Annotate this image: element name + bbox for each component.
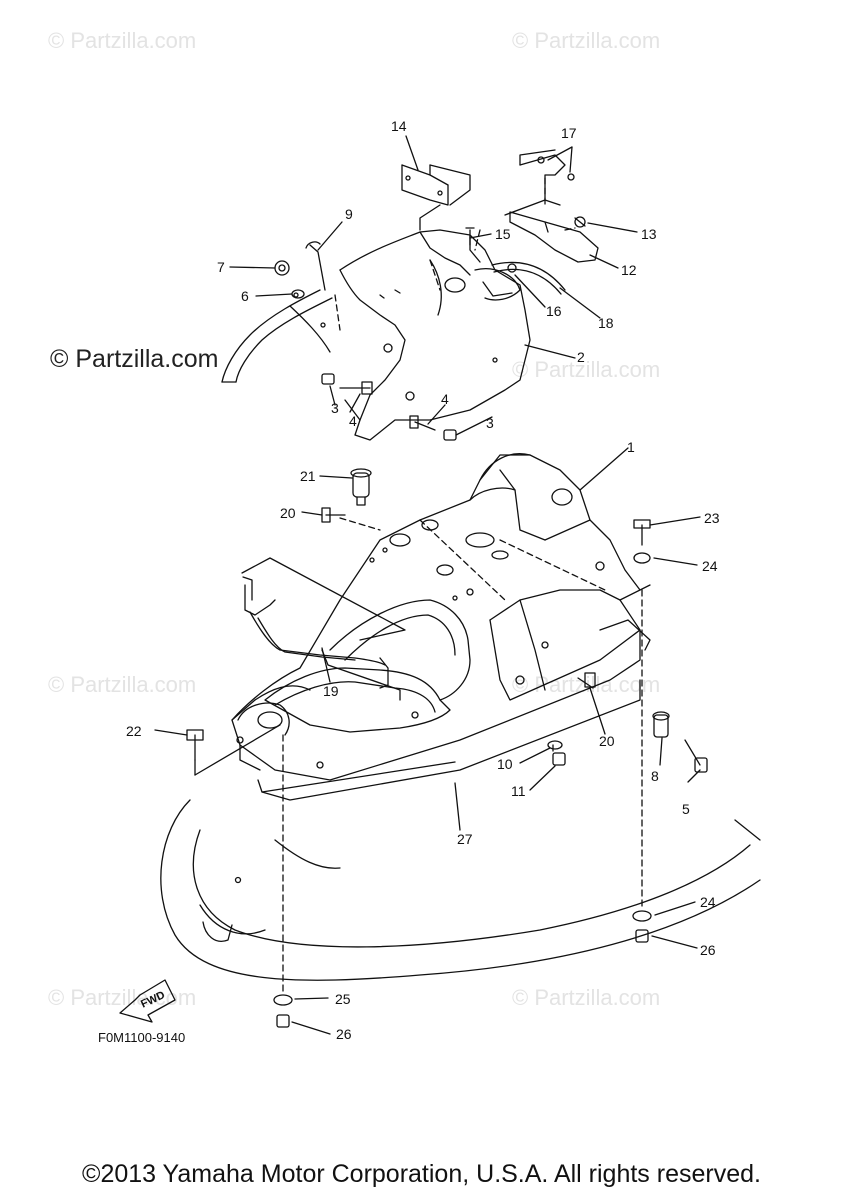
part-19-handle (241, 557, 406, 701)
callout-23: 23 (704, 510, 720, 526)
watermark: © Partzilla.com (48, 985, 197, 1010)
callout-labels: 1 2 3 3 4 4 5 6 7 8 9 10 11 12 13 14 15 … (126, 118, 720, 1042)
part-2-upper-cover (221, 229, 531, 441)
hull-deck-outline (160, 799, 761, 981)
callout-6: 6 (241, 288, 249, 304)
assembly-dash-lines (282, 177, 643, 996)
callout-25: 25 (335, 991, 351, 1007)
callout-3: 3 (486, 415, 494, 431)
callout-11: 11 (511, 783, 526, 799)
watermark: © Partzilla.com (512, 357, 661, 382)
callout-2: 2 (577, 349, 585, 365)
callout-24: 24 (702, 558, 718, 574)
callout-24: 24 (700, 894, 716, 910)
callout-4: 4 (349, 413, 357, 429)
watermark: © Partzilla.com (48, 28, 197, 53)
fasteners (186, 241, 708, 1028)
callout-5: 5 (682, 801, 690, 817)
diagram-code: F0M1100-9140 (98, 1030, 186, 1045)
watermark: © Partzilla.com (50, 345, 219, 373)
watermark: © Partzilla.com (512, 28, 661, 53)
callout-10: 10 (497, 756, 513, 772)
callout-26: 26 (700, 942, 716, 958)
callout-21: 21 (300, 468, 316, 484)
callout-17: 17 (561, 125, 577, 141)
callout-26: 26 (336, 1026, 352, 1042)
callout-13: 13 (641, 226, 657, 242)
callout-3: 3 (331, 400, 339, 416)
callout-20: 20 (280, 505, 296, 521)
watermark: © Partzilla.com (512, 672, 661, 697)
callout-12: 12 (621, 262, 637, 278)
callout-4: 4 (441, 391, 449, 407)
copyright-footer: ©2013 Yamaha Motor Corporation, U.S.A. A… (82, 1160, 761, 1188)
watermark: © Partzilla.com (48, 672, 197, 697)
leader-lines (154, 135, 701, 1035)
fwd-arrow (119, 979, 176, 1023)
callout-18: 18 (598, 315, 614, 331)
part-1-hood (231, 453, 651, 801)
callout-22: 22 (126, 723, 142, 739)
callout-1: 1 (627, 439, 635, 455)
callout-7: 7 (217, 259, 225, 275)
watermark: © Partzilla.com (512, 985, 661, 1010)
callout-27: 27 (457, 831, 473, 847)
callout-19: 19 (323, 683, 339, 699)
callout-16: 16 (546, 303, 562, 319)
callout-14: 14 (391, 118, 407, 134)
callout-20: 20 (599, 733, 615, 749)
callout-9: 9 (345, 206, 353, 222)
callout-15: 15 (495, 226, 511, 242)
callout-8: 8 (651, 768, 659, 784)
